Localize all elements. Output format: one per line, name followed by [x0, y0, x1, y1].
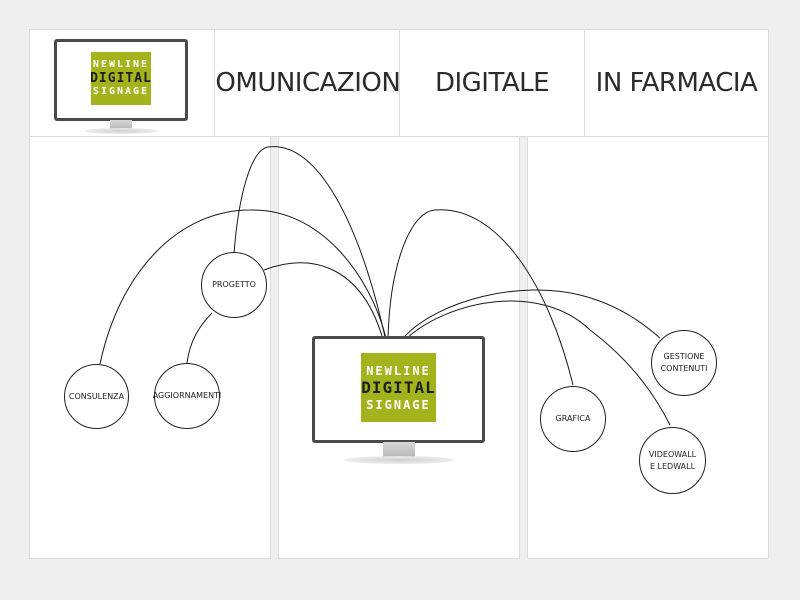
- central-logo-line-signage: SIGNAGE: [366, 397, 431, 412]
- node-consulenza: CONSULENZA: [64, 364, 129, 429]
- header-monitor-icon: NEWLINE DIGITAL SIGNAGE: [54, 39, 192, 135]
- node-gestione-contenuti: GESTIONE CONTENUTI: [651, 330, 717, 396]
- header-word-comunicazione: COMUNICAZIONE: [214, 29, 400, 137]
- node-videowall-ledwall: VIDEOWALL E LEDWALL: [639, 427, 706, 494]
- node-grafica: GRAFICA: [540, 386, 606, 452]
- central-monitor-icon: NEWLINE DIGITAL SIGNAGE: [312, 336, 486, 466]
- logo-line-signage: SIGNAGE: [92, 86, 150, 97]
- central-logo-line-newline: NEWLINE: [366, 363, 431, 378]
- link-consulenza: [99, 209, 387, 365]
- column-right: [527, 137, 769, 559]
- header-logo-cell: NEWLINE DIGITAL SIGNAGE: [29, 29, 215, 137]
- link-videowall: [406, 300, 671, 426]
- link-progetto-right: [263, 262, 383, 337]
- link-gestione: [404, 289, 661, 339]
- header-word-digitale: DIGITALE: [399, 29, 585, 137]
- link-grafica: [387, 209, 574, 386]
- header-word-in-farmacia: IN FARMACIA: [584, 29, 769, 137]
- central-logo: NEWLINE DIGITAL SIGNAGE: [361, 353, 436, 422]
- header-logo: NEWLINE DIGITAL SIGNAGE: [90, 52, 152, 105]
- central-logo-line-digital: DIGITAL: [361, 377, 436, 397]
- column-left: [29, 137, 271, 559]
- node-aggiornamenti: AGGIORNAMENTI: [153, 363, 221, 429]
- node-progetto: PROGETTO: [201, 252, 267, 318]
- link-progetto-top: [233, 146, 386, 338]
- logo-line-digital: DIGITAL: [90, 71, 152, 86]
- link-progetto-aggiornamenti: [186, 312, 213, 364]
- logo-line-newline: NEWLINE: [92, 59, 150, 70]
